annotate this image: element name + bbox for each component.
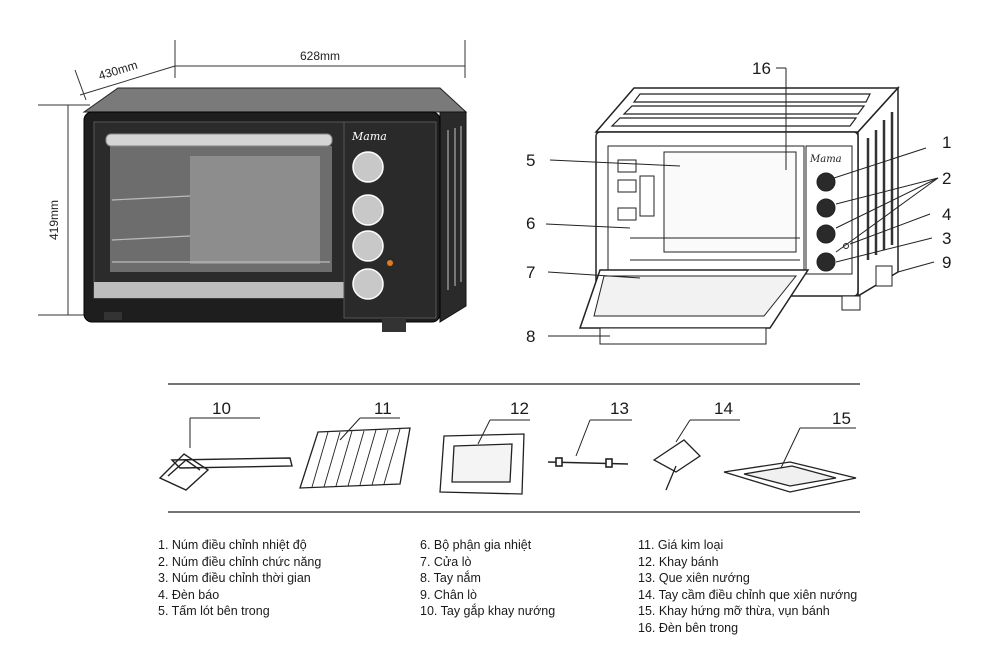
legend-item: 16. Đèn bên trong (638, 620, 739, 635)
legend-item: 1. Núm điều chỉnh nhiệt độ (158, 538, 307, 552)
legend-item: 6. Bộ phận gia nhiệt (420, 538, 532, 552)
width-dimension: 628mm (300, 49, 340, 63)
callout-5: 5 (526, 151, 535, 170)
callout-13: 13 (610, 399, 629, 418)
brand-logo-open: Mama (809, 154, 842, 165)
legend-column-3: 11. Giá kim loại 12. Khay bánh 13. Que x… (638, 537, 857, 636)
legend-item: 5. Tấm lót bên trong (158, 604, 270, 618)
accessory-labels: 10 11 12 13 14 15 (212, 399, 851, 428)
baking-tray-icon (439, 433, 525, 495)
callout-labels: 5 6 7 8 16 1 2 4 3 9 (526, 59, 951, 346)
callout-8: 8 (526, 327, 535, 346)
callout-9: 9 (942, 253, 951, 272)
callout-3: 3 (942, 229, 951, 248)
skewer-icon (547, 457, 629, 468)
callout-6: 6 (526, 214, 535, 233)
callout-4: 4 (942, 205, 951, 224)
legend-column-2: 6. Bộ phận gia nhiệt 7. Cửa lò 8. Tay nắ… (420, 537, 555, 620)
legend-item: 4. Đèn báo (158, 587, 220, 602)
callout-10: 10 (212, 399, 231, 418)
callout-15: 15 (832, 409, 851, 428)
crumb-tray-icon (723, 461, 857, 493)
brand-logo: Mama (351, 130, 387, 143)
legend-column-1: 1. Núm điều chỉnh nhiệt độ 2. Núm điều c… (158, 537, 321, 620)
legend-item: 12. Khay bánh (638, 554, 719, 569)
legend-item: 11. Giá kim loại (638, 538, 724, 552)
legend-item: 9. Chân lò (420, 587, 477, 602)
knobs-front (352, 151, 384, 300)
callout-11: 11 (374, 399, 392, 418)
callout-14: 14 (714, 399, 733, 418)
accessory-dividers (168, 383, 860, 513)
legend-item: 3. Núm điều chỉnh thời gian (158, 571, 311, 585)
legend-item: 10. Tay gắp khay nướng (420, 604, 556, 618)
callout-12: 12 (510, 399, 529, 418)
oven-open-view: Mama (578, 86, 900, 345)
legend-item: 2. Núm điều chỉnh chức năng (158, 554, 322, 569)
dimension-lines (38, 40, 466, 316)
oven-front-view: Mama (82, 87, 468, 332)
callout-7: 7 (526, 263, 535, 282)
legend-item: 7. Cửa lò (420, 554, 472, 569)
height-dimension: 419mm (47, 200, 61, 240)
callout-2: 2 (942, 169, 951, 188)
legend-item: 14. Tay cầm điều chỉnh que xiên nướng (638, 587, 858, 602)
legend-item: 13. Que xiên nướng (638, 571, 750, 585)
leader-lines (545, 67, 939, 337)
knobs-open (816, 172, 836, 272)
indicator-light-icon (387, 260, 393, 266)
callout-16: 16 (752, 59, 771, 78)
callout-1: 1 (942, 133, 951, 152)
legend-item: 15. Khay hứng mỡ thừa, vụn bánh (638, 604, 830, 618)
legend-item: 8. Tay nắm (420, 571, 481, 585)
tray-lifter-icon (158, 453, 293, 491)
metal-rack-icon (299, 427, 411, 489)
skewer-handle-icon (652, 439, 702, 491)
